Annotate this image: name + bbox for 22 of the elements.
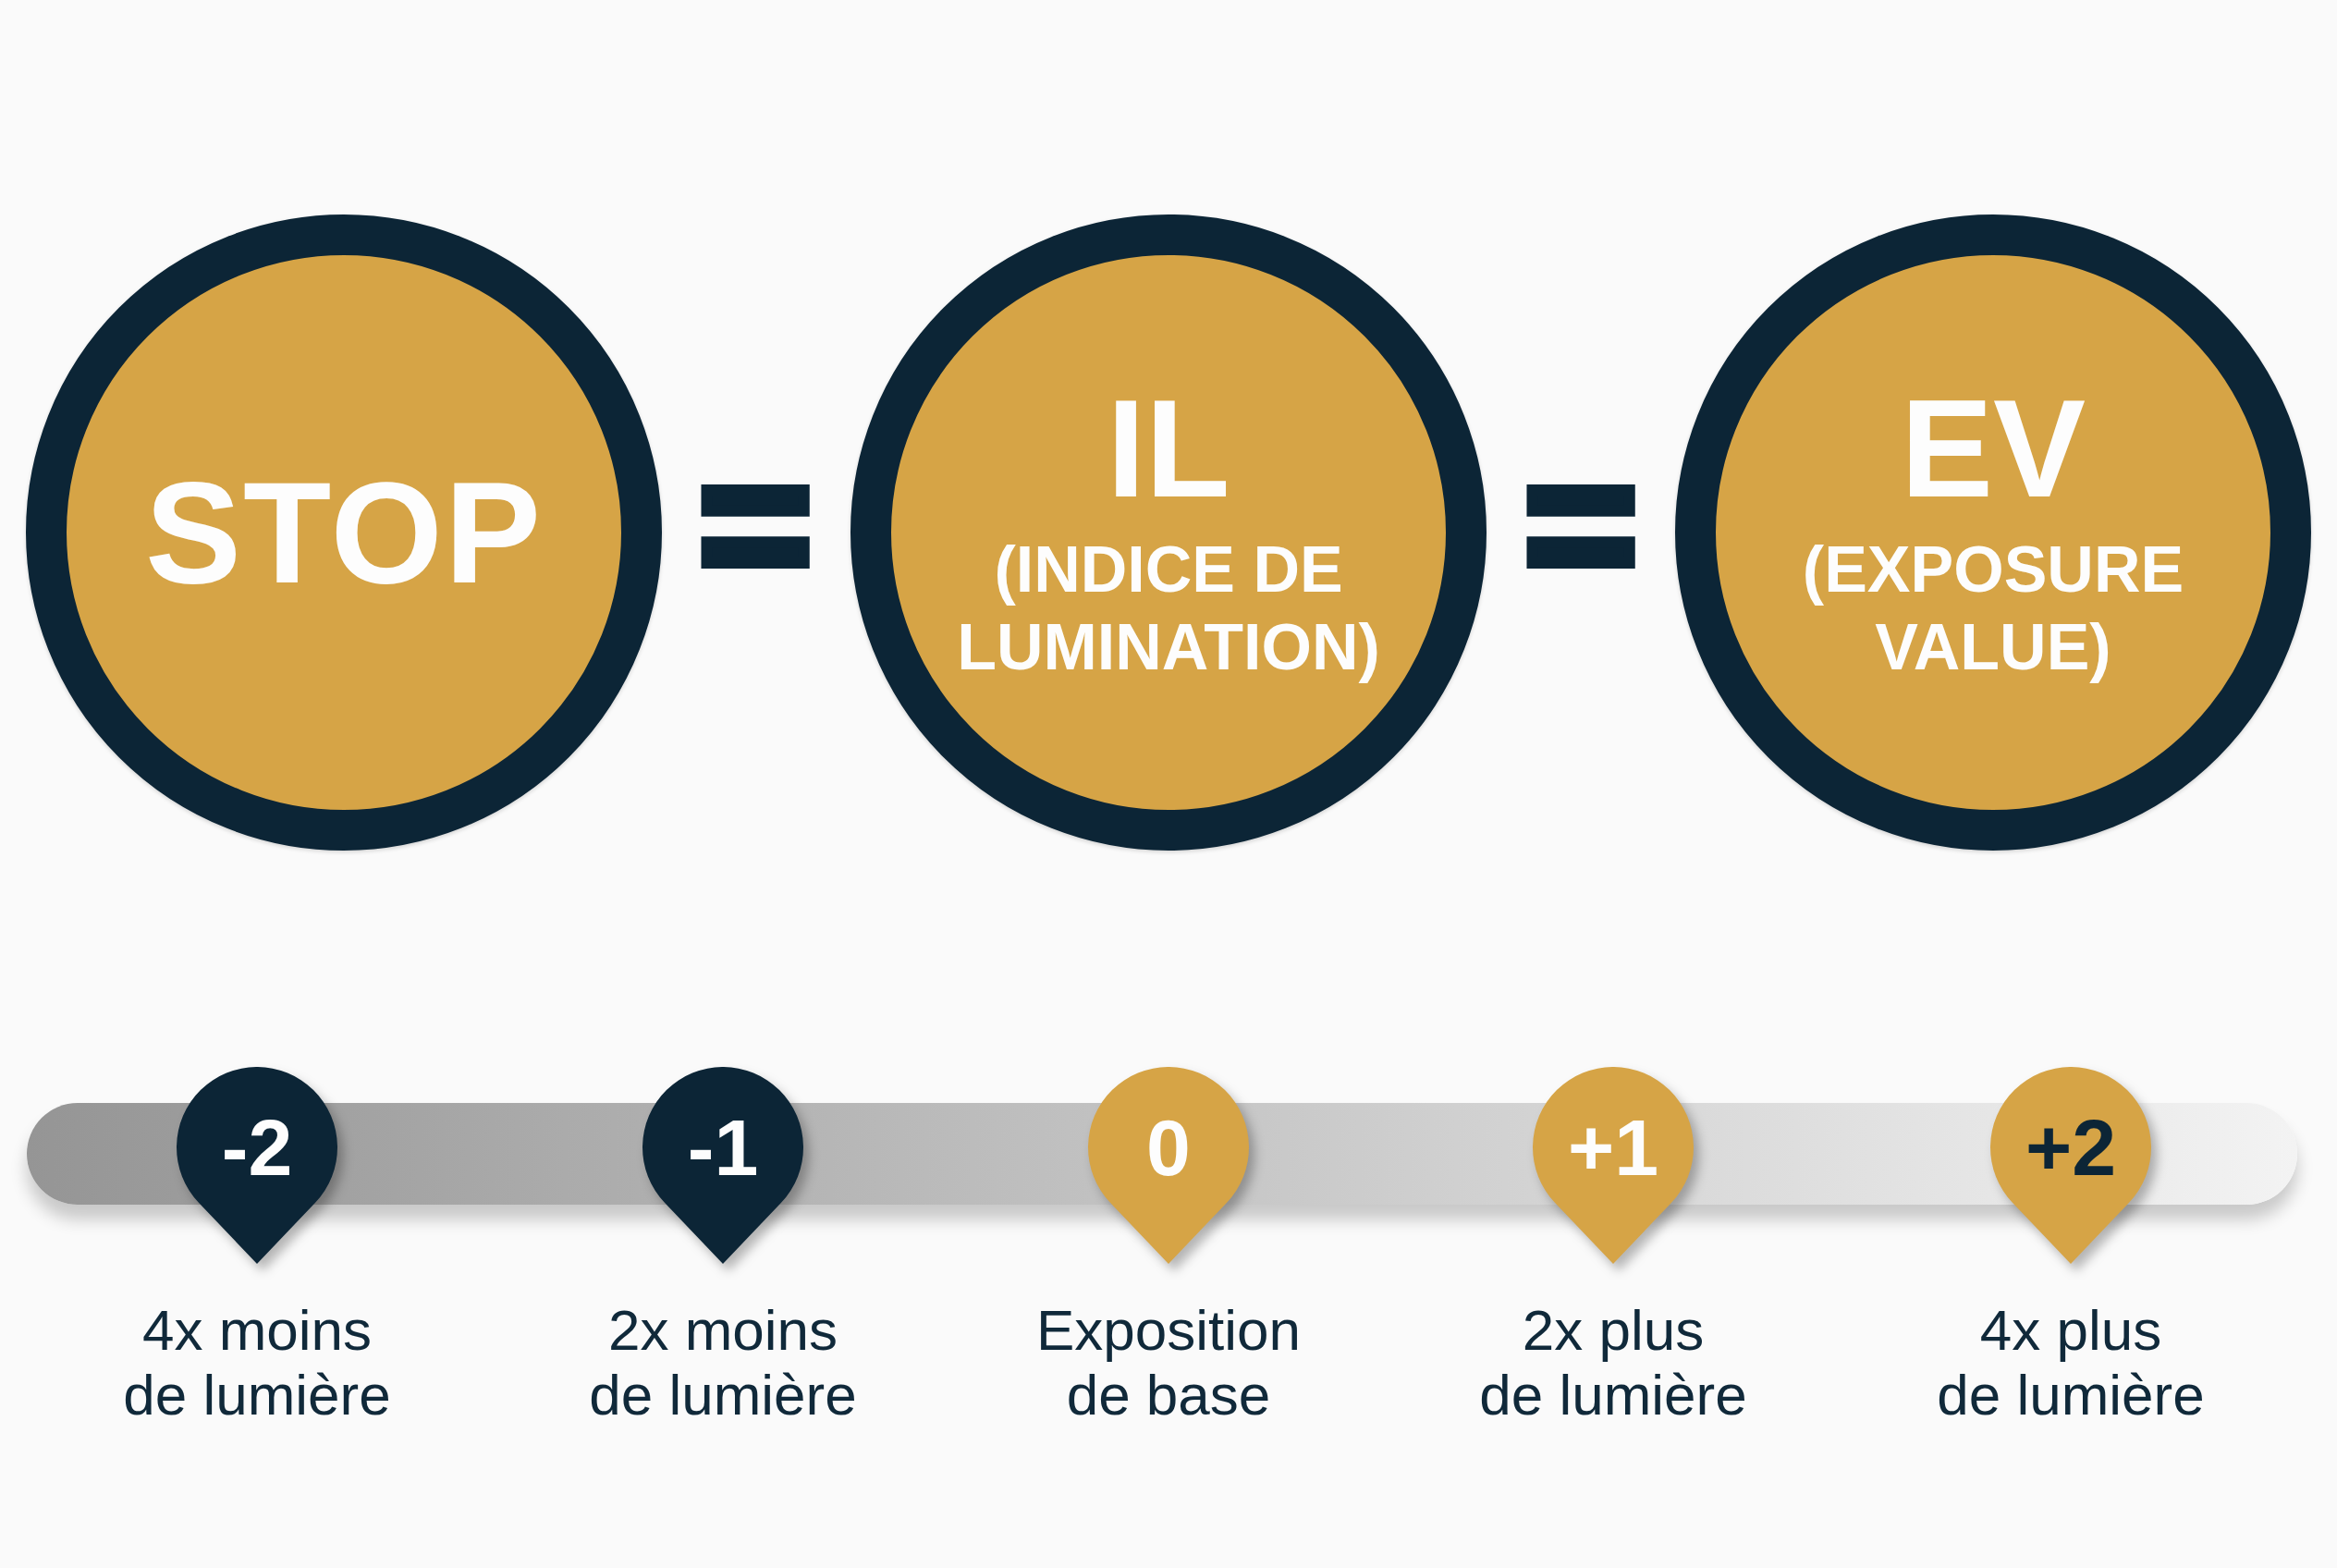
pin-caption: Exposition de base: [1035, 1298, 1302, 1427]
pin-value: -2: [221, 1108, 293, 1187]
pin-value: +1: [1567, 1108, 1659, 1187]
circle-heading: IL: [1107, 379, 1230, 518]
map-pin: [1533, 1067, 1694, 1264]
map-pin: [642, 1067, 803, 1264]
pin-value: +2: [2025, 1108, 2117, 1187]
pin-caption: 2x plus de lumière: [1479, 1298, 1747, 1427]
equals-sign: =: [1523, 427, 1638, 621]
circle-heading: EV: [1900, 379, 2086, 518]
map-pin: [177, 1067, 337, 1264]
pin-value: 0: [1146, 1108, 1191, 1187]
pin-value: -1: [687, 1108, 759, 1187]
pin-caption: 2x moins de lumière: [589, 1298, 857, 1427]
circle-subtitle: (INDICE DE LUMINATION): [956, 533, 1381, 685]
map-pin: [1088, 1067, 1249, 1264]
circle-subtitle: (EXPOSURE VALUE): [1801, 533, 2185, 685]
circle-heading: STOP: [145, 460, 543, 605]
pin-caption: 4x moins de lumière: [123, 1298, 391, 1427]
map-pin: [1990, 1067, 2151, 1264]
pin-caption: 4x plus de lumière: [1937, 1298, 2205, 1427]
equals-sign: =: [698, 427, 813, 621]
